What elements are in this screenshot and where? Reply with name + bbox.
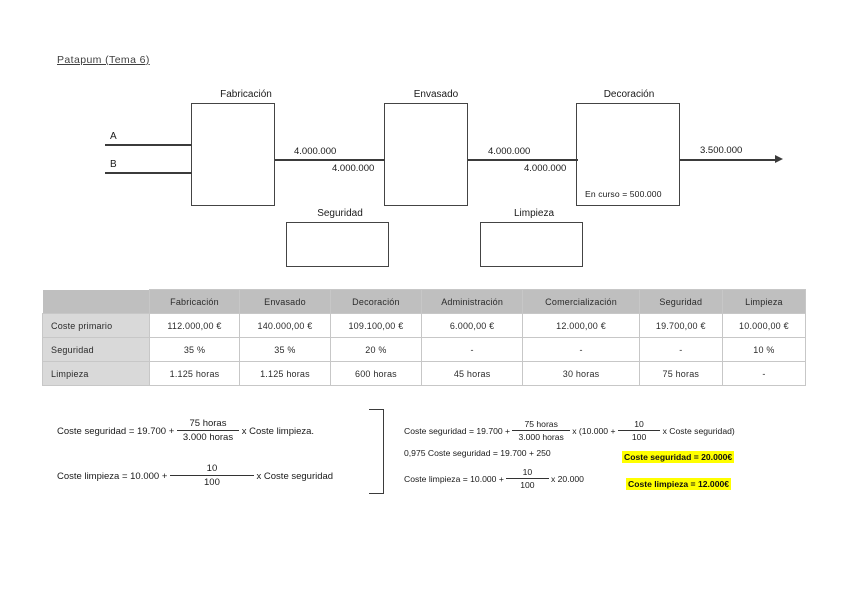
- cell-seguridad-envasado: 35 %: [238, 337, 331, 362]
- formula-right-substitution: Coste seguridad = 19.700 + 75 horas 3.00…: [404, 419, 735, 443]
- result-coste-seguridad: Coste seguridad = 20.000€: [622, 451, 735, 463]
- table-row: Limpieza 1.125 horas 1.125 horas 600 hor…: [42, 361, 807, 386]
- input-line-a: [105, 144, 192, 146]
- formula-left-eq1-lead: Coste seguridad = 19.700 +: [57, 426, 175, 438]
- row-label-seguridad: Seguridad: [42, 337, 150, 362]
- flow-value-fabricacion-envasado-top: 4.000.000: [294, 146, 337, 157]
- flow-value-output: 3.500.000: [700, 145, 743, 156]
- process-flow-diagram: Fabricación Envasado Decoración En curso…: [0, 0, 848, 285]
- cell-limpieza-decoracion: 600 horas: [329, 361, 422, 386]
- formula-right-eq1-numerator2: 10: [634, 419, 644, 429]
- process-label-envasado: Envasado: [413, 89, 459, 100]
- process-label-seguridad: Seguridad: [317, 208, 363, 219]
- cell-coste-primario-fabricacion: 112.000,00 €: [149, 313, 240, 338]
- formula-group-bracket: [369, 409, 384, 494]
- cell-limpieza-limpieza: -: [721, 361, 807, 386]
- formula-right-eq1-lead: Coste seguridad = 19.700 +: [404, 425, 511, 436]
- cell-seguridad-administracion: -: [420, 337, 524, 362]
- table-header-seguridad: Seguridad: [638, 289, 723, 314]
- cell-coste-primario-limpieza: 10.000,00 €: [721, 313, 807, 338]
- formula-left-eq1-tail: x Coste limpieza.: [241, 426, 315, 438]
- cell-coste-primario-decoracion: 109.100,00 €: [329, 313, 422, 338]
- input-label-b: B: [110, 159, 117, 170]
- table-header-comercializacion: Comercialización: [522, 289, 640, 314]
- flow-value-envasado-decoracion-bottom: 4.000.000: [524, 163, 567, 174]
- table-row: Coste primario 112.000,00 € 140.000,00 €…: [42, 313, 807, 338]
- input-line-b: [105, 172, 192, 174]
- row-label-coste-primario: Coste primario: [42, 313, 150, 338]
- cell-seguridad-fabricacion: 35 %: [149, 337, 240, 362]
- cell-coste-primario-seguridad: 19.700,00 €: [638, 313, 723, 338]
- result-coste-seguridad-wrap: Coste seguridad = 20.000€: [622, 447, 735, 465]
- formula-right-eq3-lead: Coste limpieza = 10.000 +: [404, 473, 504, 484]
- table-row: Seguridad 35 % 35 % 20 % - - - 10 %: [42, 337, 807, 362]
- result-coste-limpieza: Coste limpieza = 12.000€: [626, 478, 732, 490]
- cell-coste-primario-envasado: 140.000,00 €: [238, 313, 331, 338]
- flow-value-envasado-decoracion-top: 4.000.000: [488, 146, 531, 157]
- cost-allocation-table: Fabricación Envasado Decoración Administ…: [42, 289, 807, 386]
- formula-right-eq1-mid: x (10.000 +: [572, 425, 616, 436]
- formula-left-coste-seguridad: Coste seguridad = 19.700 + 75 horas 3.00…: [57, 418, 315, 444]
- process-box-decoracion: [576, 103, 680, 206]
- flow-line-output: [680, 159, 776, 161]
- formula-right-eq3-numerator: 10: [522, 467, 533, 477]
- process-label-decoracion: Decoración: [603, 89, 655, 100]
- formula-right-eq1-fraction: 75 horas 3.000 horas: [512, 419, 570, 442]
- table-header-row: Fabricación Envasado Decoración Administ…: [42, 289, 807, 314]
- process-box-envasado: [384, 103, 468, 206]
- decoracion-work-in-progress-note: En curso = 500.000: [585, 189, 662, 199]
- process-label-limpieza: Limpieza: [513, 208, 555, 219]
- table-header-fabricacion: Fabricación: [149, 289, 240, 314]
- page-title: Patapum (Tema 6): [57, 54, 150, 66]
- cell-seguridad-limpieza: 10 %: [721, 337, 807, 362]
- formula-right-simplified: 0,975 Coste seguridad = 19.700 + 250: [404, 448, 551, 458]
- cell-limpieza-seguridad: 75 horas: [638, 361, 723, 386]
- table-header-corner: [42, 289, 150, 314]
- process-label-fabricacion: Fabricación: [220, 89, 272, 100]
- formula-left-eq2-numerator: 10: [206, 463, 218, 474]
- formula-right-eq1-denominator: 3.000 horas: [512, 430, 570, 442]
- cell-seguridad-comercializacion: -: [522, 337, 640, 362]
- process-box-limpieza: [480, 222, 583, 267]
- result-coste-limpieza-wrap: Coste limpieza = 12.000€: [626, 474, 732, 492]
- formula-right-eq3-tail: x 20.000: [550, 473, 584, 484]
- cell-seguridad-decoracion: 20 %: [329, 337, 422, 362]
- formula-right-eq1-numerator: 75 horas: [524, 419, 558, 429]
- flow-value-fabricacion-envasado-bottom: 4.000.000: [332, 163, 375, 174]
- arrow-head-icon: [775, 155, 783, 163]
- cell-coste-primario-administracion: 6.000,00 €: [420, 313, 524, 338]
- cell-limpieza-administracion: 45 horas: [420, 361, 524, 386]
- table-header-administracion: Administración: [420, 289, 524, 314]
- formula-right-eq3-denominator: 100: [506, 478, 549, 490]
- flow-line-fabricacion-envasado: [275, 159, 385, 161]
- formula-left-eq1-denominator: 3.000 horas: [176, 430, 240, 443]
- formula-right-eq1-tail: x Coste seguridad): [662, 425, 735, 436]
- formula-left-eq2-lead: Coste limpieza = 10.000 +: [57, 471, 168, 483]
- flow-line-envasado-decoracion: [468, 159, 578, 161]
- formula-left-eq2-tail: x Coste seguridad: [256, 471, 334, 483]
- process-box-seguridad: [286, 222, 389, 267]
- table-header-envasado: Envasado: [238, 289, 331, 314]
- formula-right-coste-limpieza: Coste limpieza = 10.000 + 10 100 x 20.00…: [404, 467, 584, 491]
- formula-left-eq1-fraction: 75 horas 3.000 horas: [176, 418, 240, 443]
- row-label-limpieza: Limpieza: [42, 361, 150, 386]
- formula-left-eq2-fraction: 10 100: [170, 463, 254, 488]
- formula-right-eq2-text: 0,975 Coste seguridad = 19.700 + 250: [404, 448, 551, 458]
- process-box-fabricacion: [191, 103, 275, 206]
- formula-left-eq2-denominator: 100: [170, 475, 254, 488]
- table-header-decoracion: Decoración: [329, 289, 422, 314]
- input-label-a: A: [110, 131, 117, 142]
- table-header-limpieza: Limpieza: [721, 289, 807, 314]
- formula-right-eq1-fraction2: 10 100: [617, 419, 661, 442]
- cell-seguridad-seguridad: -: [638, 337, 723, 362]
- formula-right-eq1-denominator2: 100: [617, 430, 661, 442]
- cell-limpieza-comercializacion: 30 horas: [522, 361, 640, 386]
- formulas-section: Coste seguridad = 19.700 + 75 horas 3.00…: [0, 398, 848, 508]
- formula-right-eq3-fraction: 10 100: [506, 467, 549, 490]
- formula-left-coste-limpieza: Coste limpieza = 10.000 + 10 100 x Coste…: [57, 463, 334, 489]
- cell-coste-primario-comercializacion: 12.000,00 €: [522, 313, 640, 338]
- cell-limpieza-fabricacion: 1.125 horas: [149, 361, 240, 386]
- formula-left-eq1-numerator: 75 horas: [189, 418, 227, 429]
- cell-limpieza-envasado: 1.125 horas: [238, 361, 331, 386]
